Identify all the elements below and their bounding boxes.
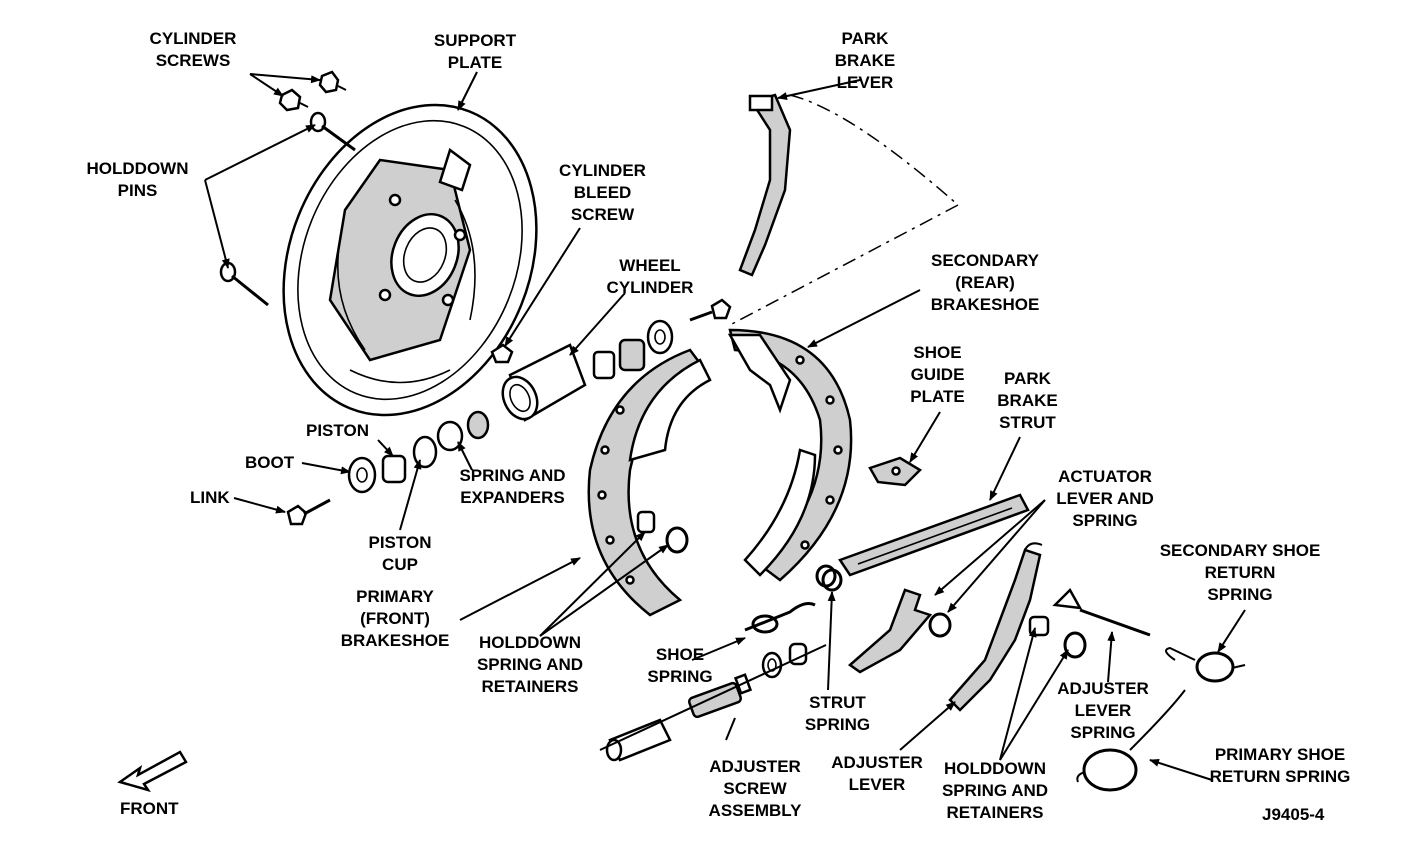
primary-brakeshoe-part (587, 348, 712, 617)
park-brake-lever-part (729, 93, 959, 326)
label-holddown-spring-and-retainers-2: HOLDDOWN SPRING AND RETAINERS (941, 759, 1049, 822)
wheel-cylinder-part (501, 298, 732, 422)
cylinder-screws (278, 70, 347, 112)
label-secondary-shoe-return-spring: SECONDARY SHOE RETURN SPRING (1159, 541, 1321, 604)
shoe-spring-part (744, 602, 816, 634)
adjuster-lever-spring-part (1052, 587, 1151, 637)
cylinder-bleed-screw-part (490, 343, 514, 364)
label-park-brake-lever: PARK BRAKE LEVER (834, 29, 896, 92)
label-holddown-spring-and-retainers-1: HOLDDOWN SPRING AND RETAINERS (476, 633, 584, 696)
adjuster-lever-part (948, 542, 1043, 712)
leader-lines (204, 71, 1246, 781)
actuator-lever-part (847, 588, 952, 674)
label-boot: BOOT (245, 453, 295, 472)
label-wheel-cylinder: WHEEL CYLINDER (606, 256, 694, 297)
shoe-guide-plate-part (868, 456, 923, 487)
label-shoe-guide-plate: SHOE GUIDE PLATE (910, 343, 965, 406)
label-spring-and-expanders: SPRING AND EXPANDERS (459, 466, 566, 507)
label-actuator-lever-and-spring: ACTUATOR LEVER AND SPRING (1056, 467, 1154, 530)
label-strut-spring: STRUT SPRING (804, 693, 871, 734)
front-arrow-icon (117, 750, 188, 793)
label-shoe-spring: SHOE SPRING (647, 645, 713, 686)
label-park-brake-strut: PARK BRAKE STRUT (997, 369, 1058, 432)
label-primary-brakeshoe: PRIMARY (FRONT) BRAKESHOE (340, 587, 450, 650)
holddown-springs-right-part (1028, 615, 1087, 659)
label-cylinder-bleed-screw: CYLINDER BLEED SCREW (559, 161, 646, 224)
park-brake-strut-part (838, 493, 1030, 577)
label-piston-cup: PISTON CUP (368, 533, 432, 574)
secondary-return-spring-part (1165, 646, 1246, 683)
label-support-plate: SUPPORT PLATE (433, 31, 517, 72)
adjuster-screw-assembly-part (599, 642, 827, 762)
secondary-brakeshoe-part (727, 328, 853, 582)
label-holddown-pins: HOLDDOWN PINS (86, 159, 189, 200)
piston-boot-link-parts (286, 410, 490, 526)
label-front: FRONT (120, 799, 179, 818)
label-piston: PISTON (306, 421, 369, 440)
label-adjuster-lever: ADJUSTER LEVER (831, 753, 923, 794)
primary-return-spring-part (1076, 689, 1186, 792)
figure-code: J9405-4 (1262, 805, 1325, 824)
label-secondary-brakeshoe: SECONDARY (REAR) BRAKESHOE (930, 251, 1040, 314)
label-adjuster-screw-assembly: ADJUSTER SCREW ASSEMBLY (708, 757, 802, 820)
label-adjuster-lever-spring: ADJUSTER LEVER SPRING (1057, 679, 1149, 742)
label-primary-shoe-return-spring: PRIMARY SHOE RETURN SPRING (1209, 745, 1351, 786)
support-plate (282, 103, 538, 417)
strut-spring-part (815, 564, 843, 592)
label-link: LINK (190, 488, 230, 507)
label-cylinder-screws: CYLINDER SCREWS (149, 29, 237, 70)
